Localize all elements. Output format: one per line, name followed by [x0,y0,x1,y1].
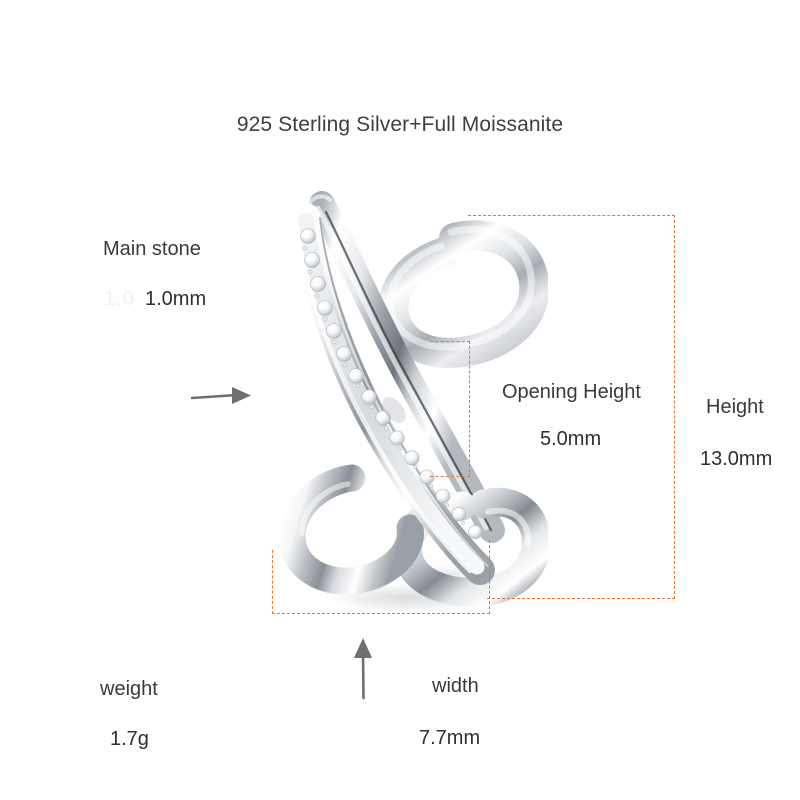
weight-value: 1.7g [110,728,149,750]
arrow-right-icon [190,382,255,410]
width-bracket-left [272,550,273,614]
opening-height-value: 5.0mm [540,428,602,450]
height-bracket-right [674,215,675,599]
main-stone-value: 1.0mm [145,288,207,310]
opening-height-label: Opening Height [502,381,641,403]
opening-height-bracket-top [430,341,470,342]
opening-height-bracket-bottom [430,476,470,477]
width-value: 7.7mm [419,727,481,749]
width-label: width [432,675,479,697]
height-value: 13.0mm [700,448,773,470]
pave-stones [300,228,483,539]
weight-label: weight [100,678,158,700]
watermark-remnant: 1.0 [104,288,135,310]
width-bracket-bottom [272,613,490,614]
height-bracket-top [468,215,675,216]
page-title: 925 Sterling Silver+Full Moissanite [236,113,564,136]
arrow-up-icon [348,634,378,700]
product-image [248,178,548,628]
height-bracket-bottom [487,598,675,599]
opening-height-bracket-right [469,341,470,477]
main-stone-label: Main stone [103,238,201,260]
width-bracket-right [489,540,490,614]
height-label: Height [706,396,764,418]
